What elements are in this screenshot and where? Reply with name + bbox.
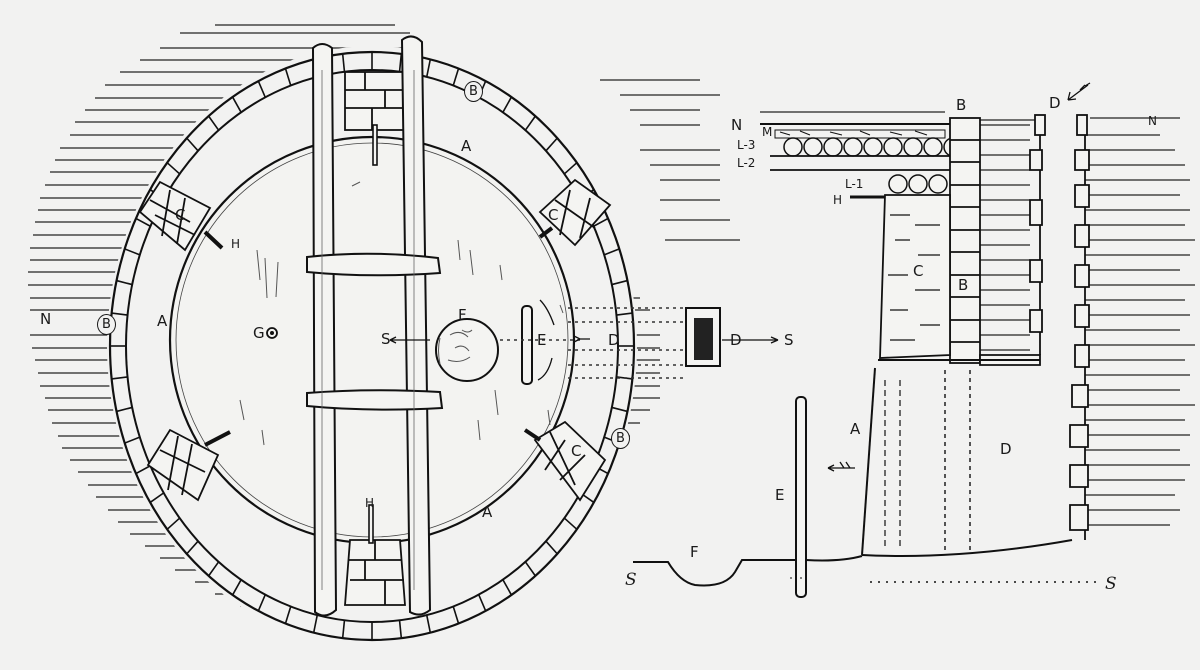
floor-profile: [633, 555, 1100, 587]
label-north-plan: N: [40, 310, 52, 328]
label-south-plan: S: [381, 330, 391, 348]
label-vent-shaft: D: [730, 331, 742, 349]
floor-disk: [168, 135, 576, 545]
label-post-bottom: H: [365, 496, 375, 510]
label-vent-top: D: [1049, 94, 1061, 112]
label-buttress-ul: C: [175, 206, 186, 224]
label-bench: C: [913, 262, 924, 280]
upper-wall-b: [949, 117, 981, 364]
posts-h: [203, 124, 554, 544]
label-post-ul: H: [231, 237, 241, 251]
buttress-upper-right: [538, 178, 612, 247]
ladder: [306, 35, 444, 617]
buttress-lower-left: [146, 428, 220, 502]
buttress-top: [344, 71, 406, 131]
vent-shaft-plan: [685, 307, 721, 367]
label-fire-pit: F: [458, 306, 467, 324]
buttress-bottom: [344, 539, 406, 606]
label-buttress-ur: C: [548, 206, 559, 224]
label-vent-arrow: D: [608, 331, 620, 349]
ground-hatching-section: [760, 111, 1195, 526]
label-roof-top: M: [762, 125, 773, 139]
label-ring-left: A: [157, 312, 168, 330]
sipapu: [266, 327, 278, 339]
label-south-right: S: [1105, 574, 1117, 594]
label-wall-mid: B: [958, 276, 969, 294]
vent-shaft-section: [979, 114, 1090, 540]
label-lower-wall: A: [850, 420, 861, 438]
label-sipapu: G: [253, 324, 265, 342]
deflector: [521, 305, 533, 385]
lower-chamber: [861, 359, 1073, 557]
plan-arrows: [389, 299, 779, 381]
label-outer-wall-right: B: [611, 428, 630, 449]
floor-texture: [239, 181, 564, 446]
label-outer-wall-top: B: [464, 81, 483, 102]
label-south-left: S: [625, 570, 637, 590]
label-north-section: N: [731, 116, 743, 134]
label-wall-top: B: [956, 96, 967, 114]
label-ring-top: A: [461, 137, 472, 155]
label-chamber: D: [1000, 440, 1012, 458]
label-north-right: N: [1148, 114, 1157, 128]
buttress-upper-left: [138, 180, 212, 252]
vent-tunnel-dotted: [500, 307, 685, 379]
label-layer3: L-3: [737, 138, 756, 152]
label-outer-wall-left: B: [97, 314, 116, 335]
roof-layers: [760, 123, 963, 199]
label-buttress-lr: C: [571, 442, 582, 460]
label-section-post: H: [833, 193, 843, 207]
bench-c: [879, 194, 951, 359]
label-section-deflector: E: [775, 486, 785, 504]
fire-pit: [435, 318, 499, 382]
label-layer1: L-1: [845, 177, 864, 191]
label-layer2: L-2: [737, 156, 756, 170]
label-deflector: E: [537, 331, 547, 349]
buttress-lower-right: [533, 420, 607, 502]
label-ring-bottom: A: [482, 503, 493, 521]
section-arrows: [827, 82, 1091, 472]
label-vent-direction: S: [784, 331, 794, 349]
deflector-section: [795, 396, 807, 598]
label-section-fire-pit: F: [690, 543, 699, 561]
